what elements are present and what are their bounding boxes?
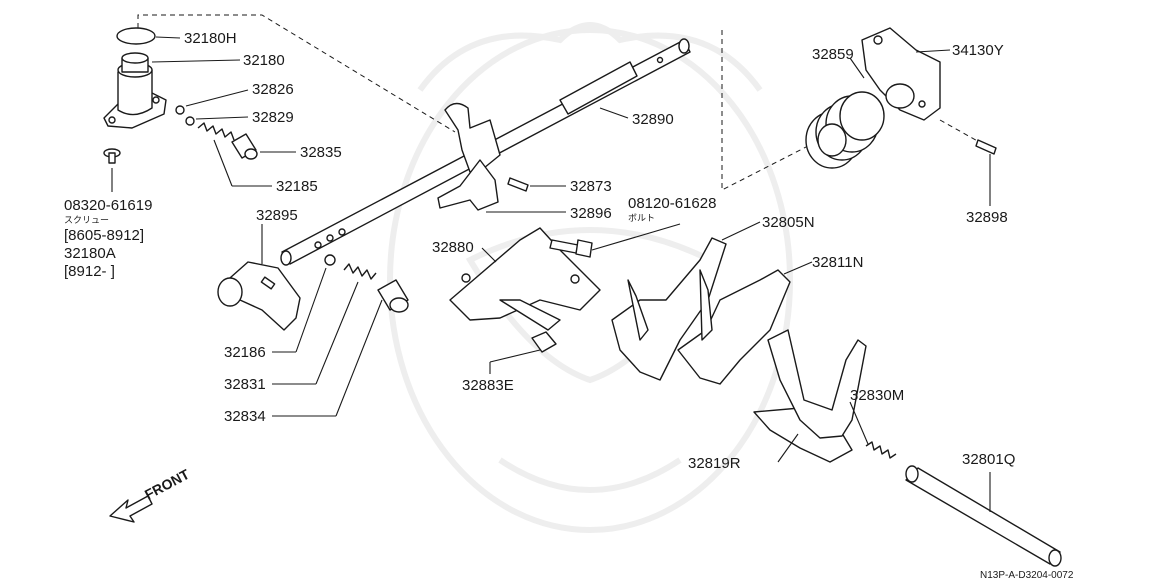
label-08120-61628: 08120-61628 <box>628 195 716 212</box>
label-front: FRONT <box>142 466 192 503</box>
watermark-emblem <box>387 22 793 533</box>
rod-32801q <box>905 465 1062 567</box>
label-32180a: 32180A <box>64 245 116 262</box>
pad-32883e <box>531 331 557 353</box>
label-32826: 32826 <box>252 81 294 98</box>
label-32185: 32185 <box>276 178 318 195</box>
label-08320-61619: 08320-61619 <box>64 197 152 214</box>
part-labels: 32180H 32180 32826 32829 32835 32185 083… <box>64 30 1074 581</box>
label-32801q: 32801Q <box>962 451 1015 468</box>
ball-32826 <box>175 105 185 115</box>
fork-32819r <box>753 329 867 463</box>
label-32186: 32186 <box>224 344 266 361</box>
label-32805n: 32805N <box>762 214 815 231</box>
ball-32829 <box>185 116 195 126</box>
ball-32186 <box>324 254 336 266</box>
label-32898: 32898 <box>966 209 1008 226</box>
label-32880: 32880 <box>432 239 474 256</box>
label-32180: 32180 <box>243 52 285 69</box>
label-range-8912: [8912- ] <box>64 263 115 280</box>
fork-32805n <box>611 237 727 381</box>
leader-lines <box>111 36 991 512</box>
housing-32180 <box>103 52 167 129</box>
label-32895: 32895 <box>256 207 298 224</box>
label-bolt-jp: ボルト <box>628 213 655 224</box>
o-ring-32180h <box>116 27 156 45</box>
label-32890: 32890 <box>632 111 674 128</box>
label-32835: 32835 <box>300 144 342 161</box>
shift-arm-32896 <box>437 102 501 211</box>
coil-spring-32859 <box>805 91 885 169</box>
label-32819r: 32819R <box>688 455 741 472</box>
pin-32873 <box>507 177 529 192</box>
spring-32830m <box>865 441 897 459</box>
label-range-8605-8912: [8605-8912] <box>64 227 144 244</box>
fork-32811n <box>677 269 791 385</box>
label-32896: 32896 <box>570 205 612 222</box>
front-arrow-icon <box>109 495 153 523</box>
label-32831: 32831 <box>224 376 266 393</box>
screw-08320-61619 <box>103 148 121 164</box>
label-32834: 32834 <box>224 408 266 425</box>
bracket-32880 <box>449 227 601 331</box>
label-32811n: 32811N <box>812 254 863 271</box>
spring-32831 <box>343 263 377 280</box>
label-32873: 32873 <box>570 178 612 195</box>
pin-32898 <box>975 139 997 155</box>
label-32883e: 32883E <box>462 377 514 394</box>
plug-32834 <box>377 279 409 313</box>
label-34130y: 34130Y <box>952 42 1004 59</box>
label-screw-jp: スクリュー <box>64 215 109 226</box>
label-32859: 32859 <box>812 46 854 63</box>
bolt-08120-61628 <box>549 239 593 258</box>
label-ref-code: N13P-A-D3204-0072 <box>980 570 1074 581</box>
spring-32185 <box>197 122 235 141</box>
label-32829: 32829 <box>252 109 294 126</box>
bracket-34130y <box>861 27 941 121</box>
lever-32895 <box>217 261 301 331</box>
plug-32835 <box>231 133 258 160</box>
label-32180h: 32180H <box>184 30 237 47</box>
label-32830m: 32830M <box>850 387 904 404</box>
